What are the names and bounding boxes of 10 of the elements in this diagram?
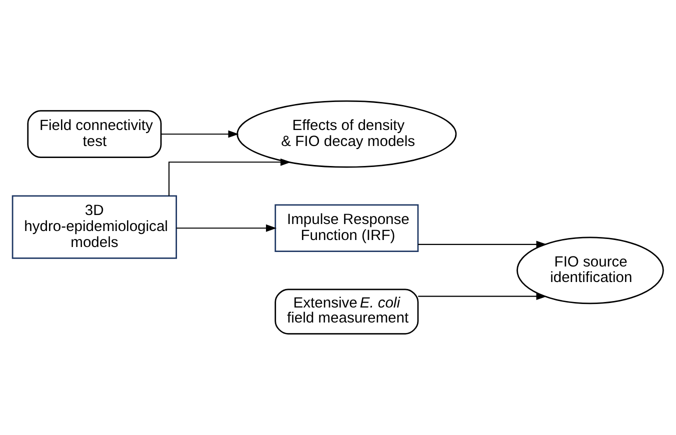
arrow	[168, 158, 292, 196]
node-box: Impulse Response Function (IRF)	[274, 204, 419, 252]
node-box: Extensive E. coli field measurement	[274, 288, 419, 334]
node-box: Field connectivity test	[27, 110, 162, 158]
node-box: 3D hydro-epidemiological models	[12, 195, 177, 259]
arrow	[176, 224, 277, 232]
arrow	[418, 240, 547, 248]
node-ellipse: FIO source identification	[516, 236, 664, 304]
arrow	[161, 130, 239, 138]
arrow	[418, 292, 547, 300]
